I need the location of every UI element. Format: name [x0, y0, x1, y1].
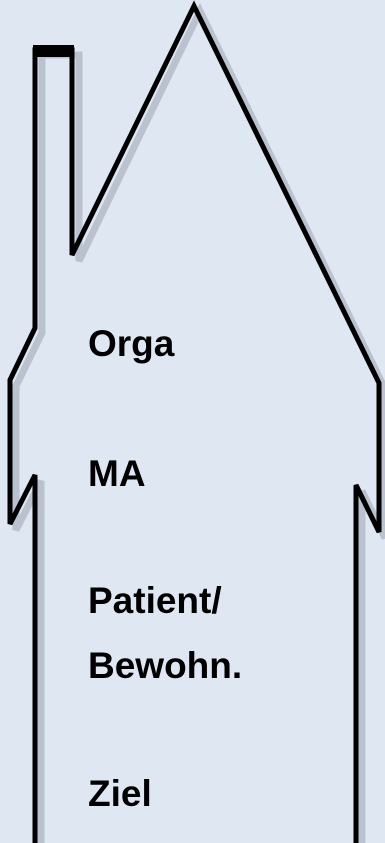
level-label-orga: Orga	[88, 320, 174, 368]
level-label-ma: MA	[88, 450, 146, 498]
level-label-ziel: Ziel	[88, 770, 152, 818]
level-label-bewohner: Bewohn.	[88, 642, 242, 690]
chimney-cap	[33, 45, 74, 57]
house-outline	[10, 6, 379, 843]
level-label-patient: Patient/	[88, 577, 222, 625]
